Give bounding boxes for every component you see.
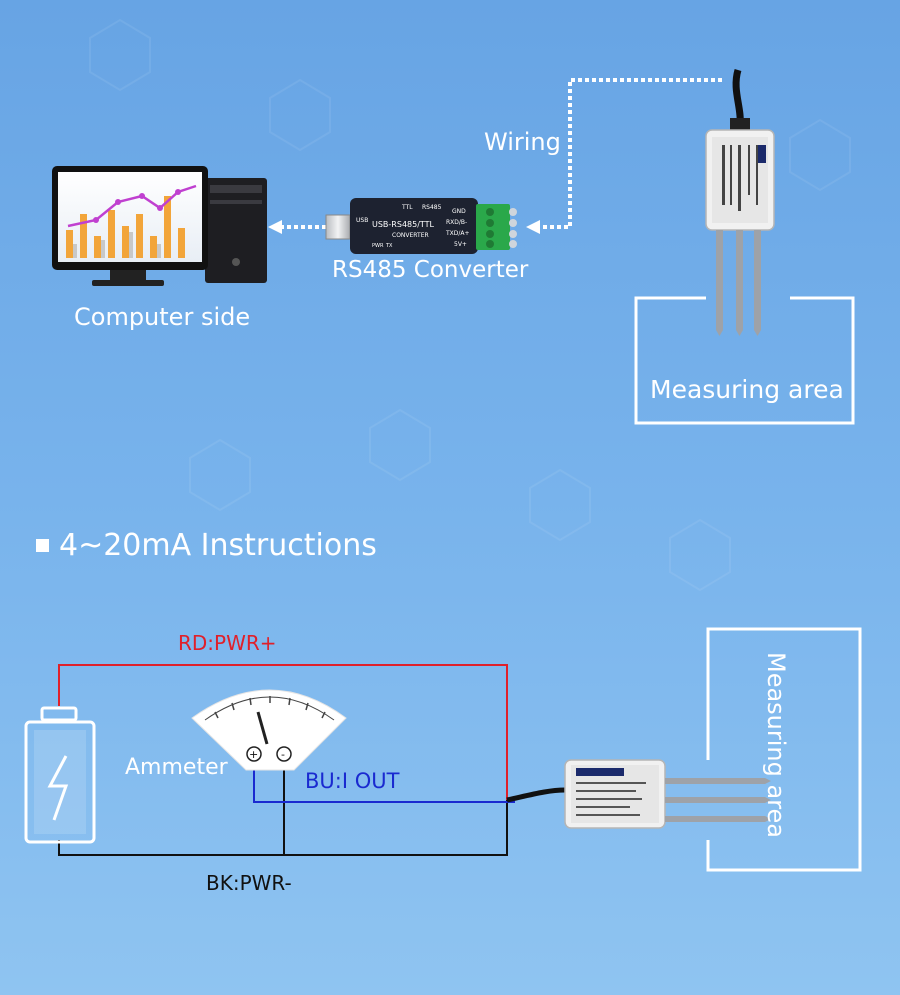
usb-rs485-converter: TTL RS485 USB-RS485/TTL CONVERTER USB PW… xyxy=(325,198,517,254)
soil-sensor-bottom xyxy=(564,759,771,829)
section-heading: 4~20mA Instructions xyxy=(36,528,377,563)
ammeter-minus-text: - xyxy=(281,748,285,761)
arrow-to-converter xyxy=(526,220,540,234)
converter-title-text: USB-RS485/TTL xyxy=(372,220,435,229)
section-title: 4~20mA Instructions xyxy=(59,528,377,563)
hex-pattern xyxy=(89,18,851,592)
measuring-area-box-bottom xyxy=(706,627,862,872)
converter-pin-1: RXD/B- xyxy=(446,219,467,226)
ammeter-plus-text: + xyxy=(249,748,258,761)
sensor-cable-bottom xyxy=(506,787,566,803)
red-wire xyxy=(58,664,508,800)
converter-tx-text: TX xyxy=(385,243,393,249)
measuring-area-label-top: Measuring area xyxy=(650,375,844,404)
red-wire-label: RD:PWR+ xyxy=(178,631,277,655)
converter-pwr-text: PWR xyxy=(372,243,384,249)
computer-icon xyxy=(52,166,267,286)
wiring-dotted-path xyxy=(540,78,722,229)
soil-sensor-top xyxy=(705,68,775,336)
bullet-square-icon xyxy=(36,539,49,552)
converter-pin-3: 5V+ xyxy=(454,241,467,248)
black-wire-label: BK:PWR- xyxy=(206,871,292,895)
converter-subtitle-text: CONVERTER xyxy=(392,232,429,239)
computer-label: Computer side xyxy=(74,303,251,331)
converter-usb-text: USB xyxy=(356,217,368,224)
battery-icon xyxy=(24,706,96,844)
wiring-label: Wiring xyxy=(484,128,561,156)
ammeter-icon: + - xyxy=(191,689,347,771)
converter-ttl-text: TTL xyxy=(401,204,413,211)
blue-wire-label: BU:I OUT xyxy=(305,769,400,793)
measuring-area-label-bottom: Measuring area xyxy=(762,651,790,839)
arrow-to-computer xyxy=(268,220,326,234)
ammeter-label: Ammeter xyxy=(125,755,228,780)
converter-label: RS485 Converter xyxy=(332,257,529,283)
converter-rs485-text: RS485 xyxy=(422,204,442,211)
converter-pin-0: GND xyxy=(452,208,466,215)
measuring-area-box-top xyxy=(634,296,855,425)
converter-pin-2: TXD/A+ xyxy=(445,230,470,237)
